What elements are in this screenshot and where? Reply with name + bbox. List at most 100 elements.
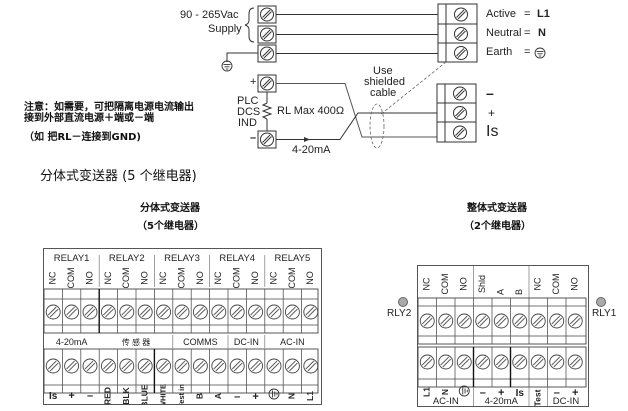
relay-contact-label: NO [140,271,150,285]
relay-contact-label: NO [84,271,94,285]
integral-bottom-label: N [440,389,450,395]
rly2-label: RLY2 [387,308,412,319]
section-title: 分体式变送器 (5 个继电器) [40,169,197,184]
shield-note-3: cable [370,87,397,99]
relay-contact-label: NO [195,271,205,285]
terminal-screw-icon [82,304,98,320]
terminal-screw-icon [266,358,282,374]
terminal-screw-icon [266,304,282,320]
terminal-screw-icon [303,304,319,320]
signal-minus: – [486,85,494,101]
terminal-screw-icon [512,354,528,370]
note-line-2: 接到外部直流电源＋端或－端 [24,113,154,124]
earth-label: Earth [486,46,513,58]
integral-top-label: NO [570,277,580,291]
terminal-screw-icon [530,313,546,329]
integral-group-label: 4-20mA [485,396,519,406]
terminal-group-label: 4-20mA [56,337,88,347]
bottom-terminal-label: – [234,391,240,403]
relay-contact-label: COM [176,268,186,289]
integral-bottom-label: L1 [422,387,432,397]
relay-group-label: RELAY3 [164,253,200,264]
terminal-screw-icon [303,358,319,374]
bottom-terminal-label: N [287,393,297,399]
terminal-screw-icon [438,313,454,329]
bottom-terminal-label: BLK [121,386,131,404]
relay-contact-label: NC [48,271,58,284]
earth-symbol-right [534,47,546,59]
shield-ellipse [369,103,385,149]
integral-top-label: NC [422,277,432,290]
split-unit-subtitle: （5个继电器） [137,221,204,232]
terminal-screw-icon [137,304,153,320]
supply-terminal-block [257,5,277,63]
terminal-screw-icon [229,358,245,374]
terminal-screw-icon [45,304,61,320]
integral-group-label: AC-IN [433,396,459,406]
neutral-eq: = [524,27,531,39]
integral-top-label: COM [551,274,561,295]
neutral-label: Neutral [486,27,522,39]
integral-top-label: NC [533,277,543,290]
supply-label: Supply [208,23,242,35]
relay-contact-label: COM [121,268,131,289]
neutral-value: N [538,27,546,39]
shield-dashed-line [379,61,447,116]
relay-contact-label: NC [103,271,113,284]
terminal-screw-icon [119,358,135,374]
integral-bottom-label: – [480,387,486,399]
terminal-group-label: DC-IN [234,337,259,347]
rl-label: RL Max 400Ω [277,105,345,117]
rly2-led-icon [398,297,408,307]
current-arrow-icon [304,137,310,142]
terminal-screw-icon [248,304,264,320]
terminal-screw-icon [82,358,98,374]
active-label: Active [486,8,516,20]
terminal-screw-icon [174,304,190,320]
plc-minus: – [250,132,257,144]
terminal-screw-icon [211,304,227,320]
terminal-screw-icon [156,304,172,320]
bottom-terminal-label: + [252,391,258,403]
bottom-terminal-label: + [68,390,74,402]
supply-brace [244,7,255,43]
integral-bottom-label: + [498,387,504,399]
active-value: L1 [537,8,550,20]
integral-top-label: COM [440,274,450,295]
terminal-screw-icon [493,354,509,370]
relay-contact-label: NC [158,271,168,284]
resistor-icon [261,102,273,120]
ind-label: IND [238,117,257,129]
terminal-screw-icon [549,313,565,329]
terminal-screw-icon [100,304,116,320]
bottom-terminal-label: WHITE [159,384,168,404]
terminal-group-label: COMMS [183,337,218,347]
plc-label: PLC [237,95,259,107]
wiring-diagram [221,3,546,149]
signal-is: Is [486,123,499,140]
earth-icon [458,385,470,397]
bottom-terminal-label: Test in [177,384,186,404]
earth-symbol-left [221,60,233,72]
relay-contact-label: COM [66,268,76,289]
terminal-screw-icon [137,358,153,374]
note-line-1: 注意：如需要，可把隔离电源电流输出 [24,102,194,113]
terminal-screw-icon [64,304,80,320]
integral-bottom-label: Is [516,388,525,399]
terminal-screw-icon [549,354,565,370]
relay-contact-label: COM [232,268,242,289]
rly1-label: RLY1 [592,308,617,319]
bottom-terminal-label: RED [103,387,113,404]
integral-top-label: Shld [477,275,487,293]
plc-plus: + [250,76,257,88]
integral-bottom-label: + [572,387,578,399]
terminal-screw-icon [456,313,472,329]
shield-note-2: shielded [364,76,405,88]
bottom-terminal-label: B [195,393,205,399]
power-terminal-block [437,3,478,63]
active-eq: = [524,8,531,20]
integral-top-label: A [496,289,506,295]
terminal-screw-icon [211,358,227,374]
